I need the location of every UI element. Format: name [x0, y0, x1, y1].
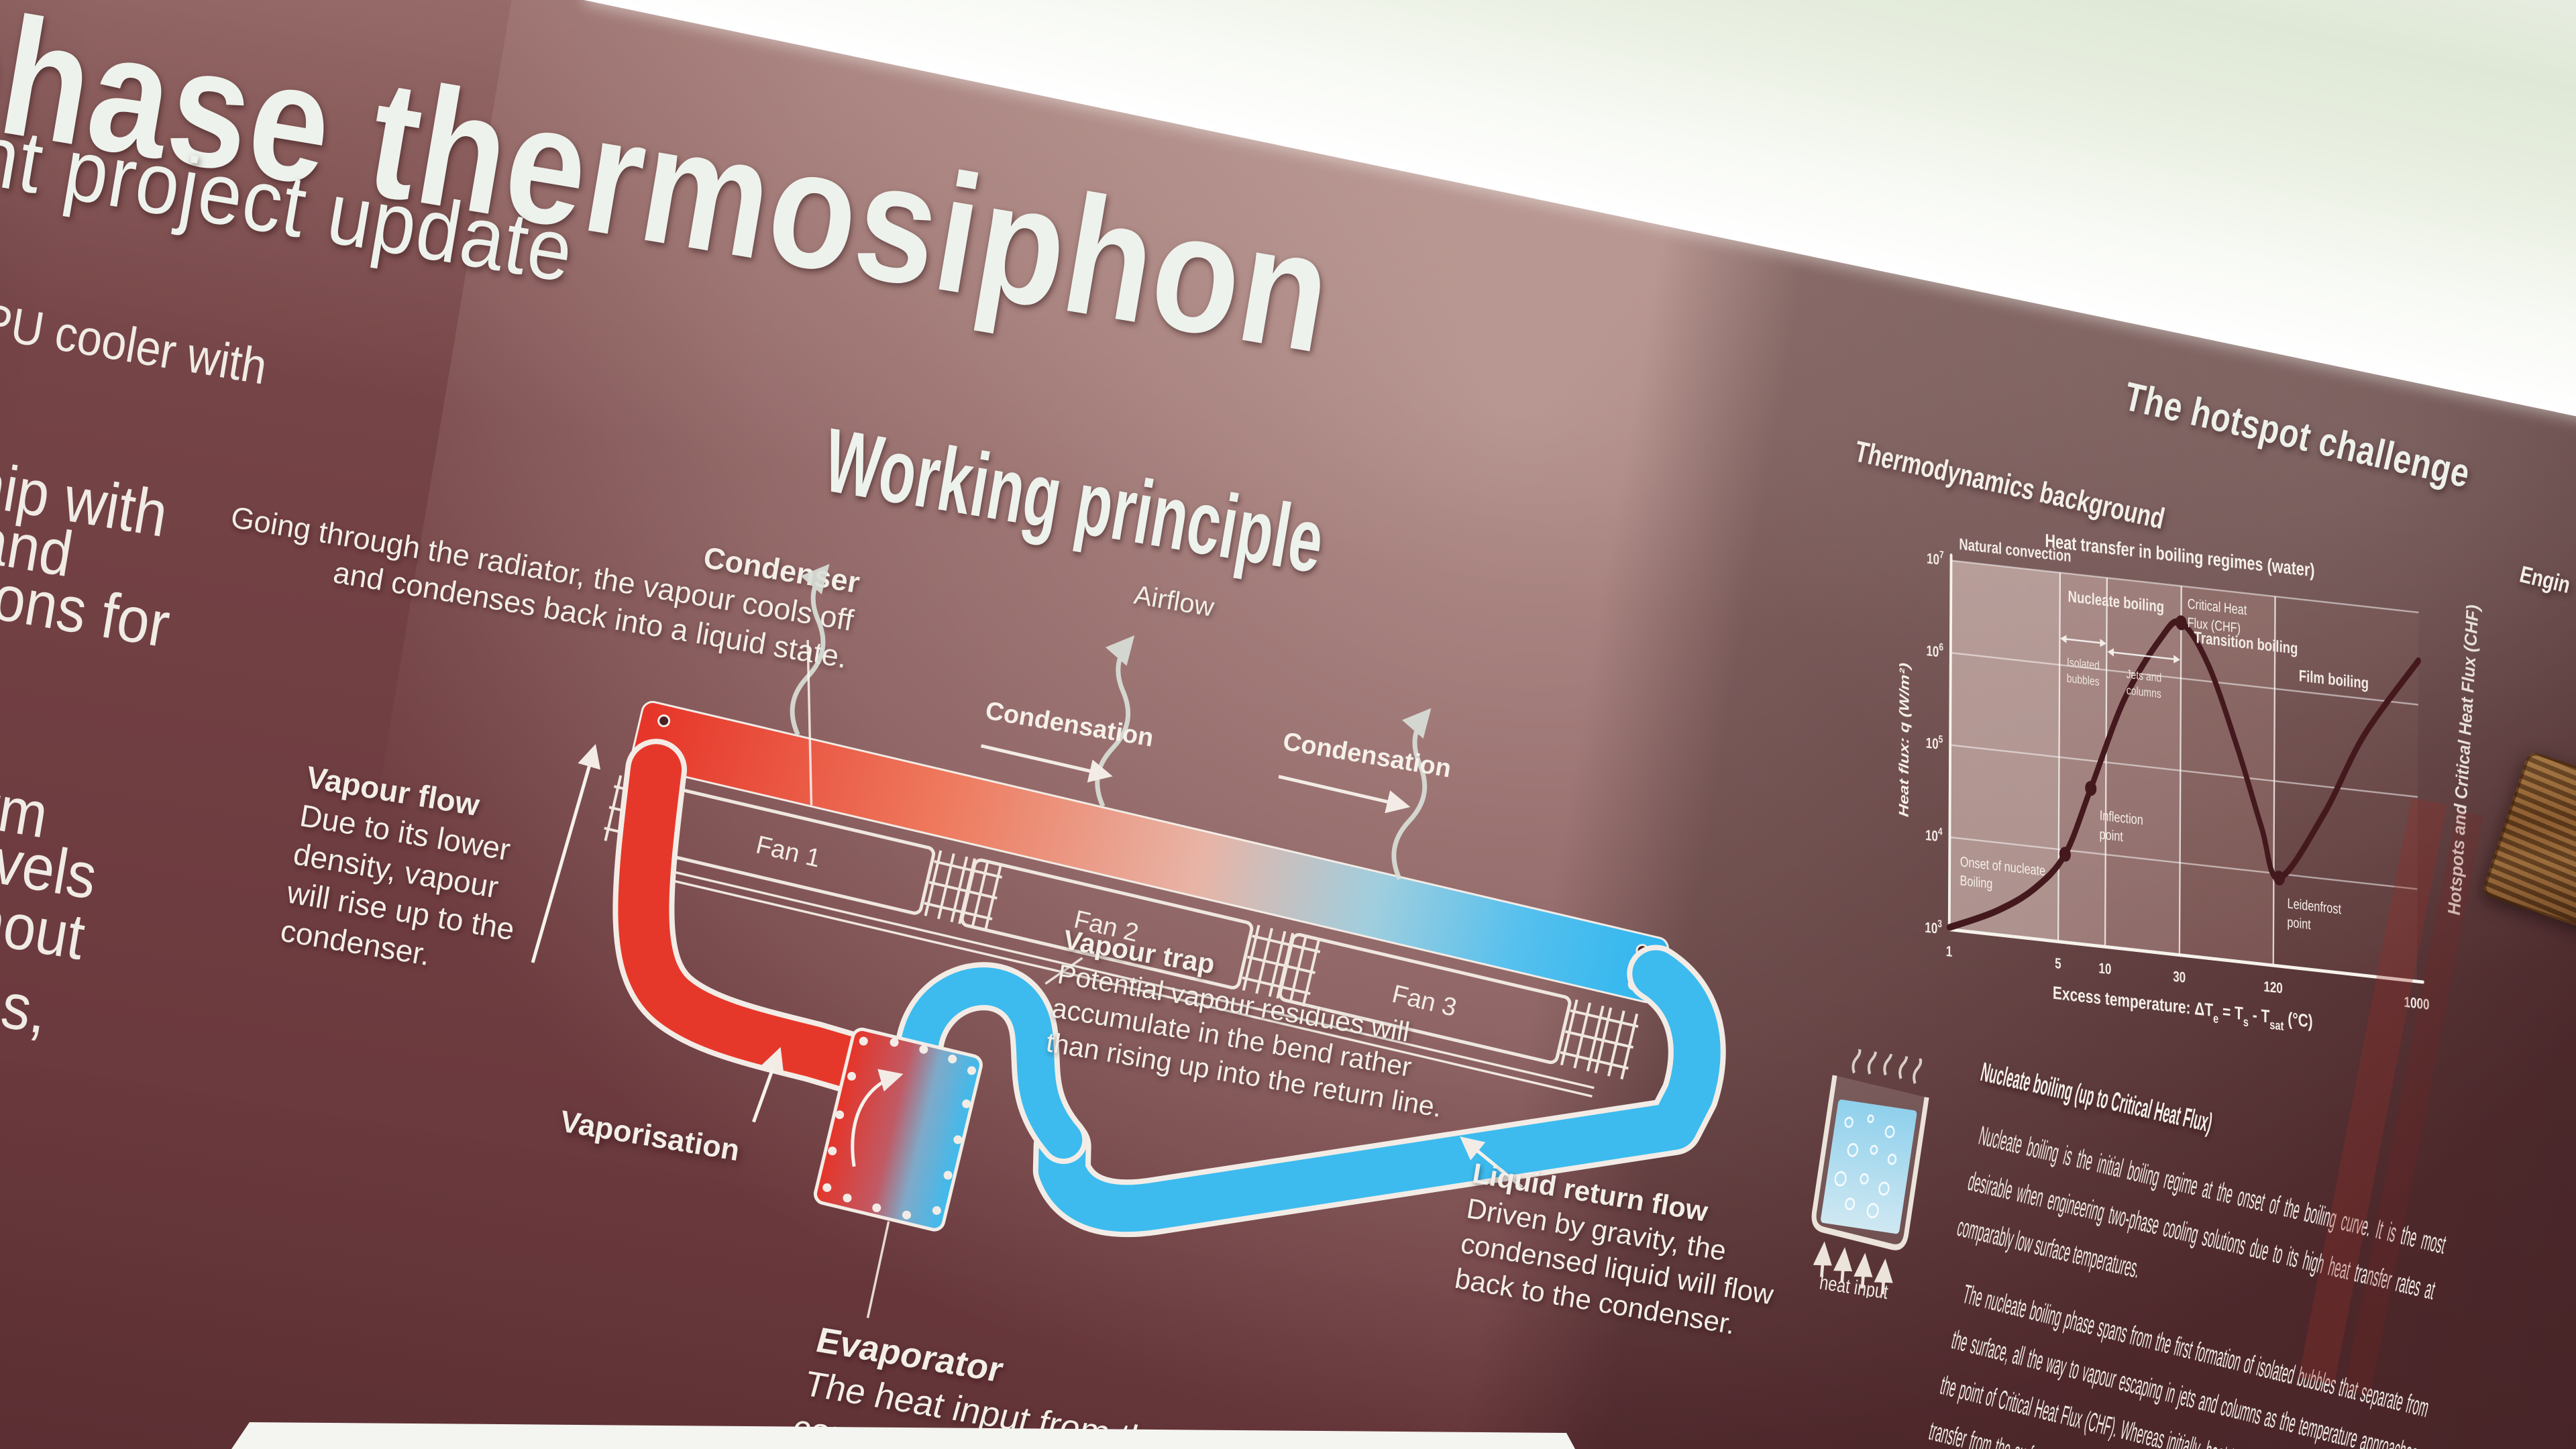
hotspot-heading: The hotspot challenge	[2120, 373, 2475, 496]
evaporator-block	[813, 1027, 983, 1232]
condensation-arrow-icon	[980, 744, 1113, 783]
x-tick-label: 5	[2055, 955, 2061, 973]
y-axis	[1947, 553, 1953, 932]
red-vapour-pipe	[618, 744, 881, 1090]
vapour-trap-leader-line	[1044, 957, 1083, 985]
vapour-flow-arrow-icon	[531, 743, 601, 963]
vapour-trap-loop	[900, 967, 1083, 1159]
curve-point	[2059, 847, 2071, 862]
annotation: Boiling	[1960, 872, 1993, 892]
curve-point	[2175, 615, 2187, 631]
y-tick-label: 103	[1925, 916, 1942, 938]
boiling-curve-chart: 103 104 105 106 107 1 5 10 30 120 1000 Heat transf…	[1886, 506, 2445, 1058]
annotation: point	[2287, 914, 2311, 932]
chart-title: Heat transfer in boiling regimes (water)	[2045, 531, 2314, 582]
next-section-heading-fragment: Engin	[2517, 561, 2573, 599]
condensation-label: Condensation	[983, 696, 1156, 752]
boiling-curve	[1946, 618, 2422, 931]
sub-region-bracket	[2060, 635, 2106, 647]
beaker-water	[1821, 1099, 1917, 1234]
curve-point	[2085, 781, 2097, 796]
airflow-wavy-arrow-icon	[1391, 708, 1432, 880]
x-tick-label: 10	[2098, 960, 2111, 978]
vaporisation-arrow-icon	[751, 1046, 784, 1123]
y-axis-label: Heat flux: q (W/m²)	[1896, 662, 1912, 818]
x-tick-label: 1	[1946, 943, 1953, 961]
x-tick-label: 120	[2263, 979, 2283, 998]
thermosiphon-diagram: Fan 1 Fan 2 Fan 3 Condensation Condensat…	[531, 564, 1726, 1318]
x-tick-label: 1000	[2404, 994, 2430, 1014]
evaporator-leader-line	[866, 1221, 890, 1318]
annotation: point	[2100, 826, 2124, 844]
condenser-leader-line	[806, 639, 813, 806]
y-tick-label: 104	[1925, 824, 1943, 846]
x-tick-label: 30	[2173, 969, 2186, 987]
liquid-return-arrow-icon	[1460, 1136, 1523, 1189]
airflow-wavy-arrow-icon	[790, 564, 830, 736]
heat-input-icon: heat input	[1787, 1044, 1947, 1305]
sub-region-bracket	[2107, 648, 2180, 663]
intro-fragment: rm	[0, 769, 53, 852]
copper-plate-photo	[2481, 750, 2576, 934]
condensation-label: Condensation	[1281, 727, 1453, 783]
y-tick-label: 105	[1926, 732, 1943, 753]
fan-label: Fan 1	[753, 830, 823, 873]
curve-point	[2273, 870, 2286, 885]
y-tick-label: 106	[1926, 640, 1943, 661]
circulation-arrow-icon	[851, 1069, 904, 1167]
blue-return-pipe	[1038, 950, 1721, 1232]
condensation-arrow-icon	[1278, 775, 1411, 814]
y-tick-label: 107	[1927, 547, 1944, 569]
x-axis	[1947, 928, 2424, 984]
